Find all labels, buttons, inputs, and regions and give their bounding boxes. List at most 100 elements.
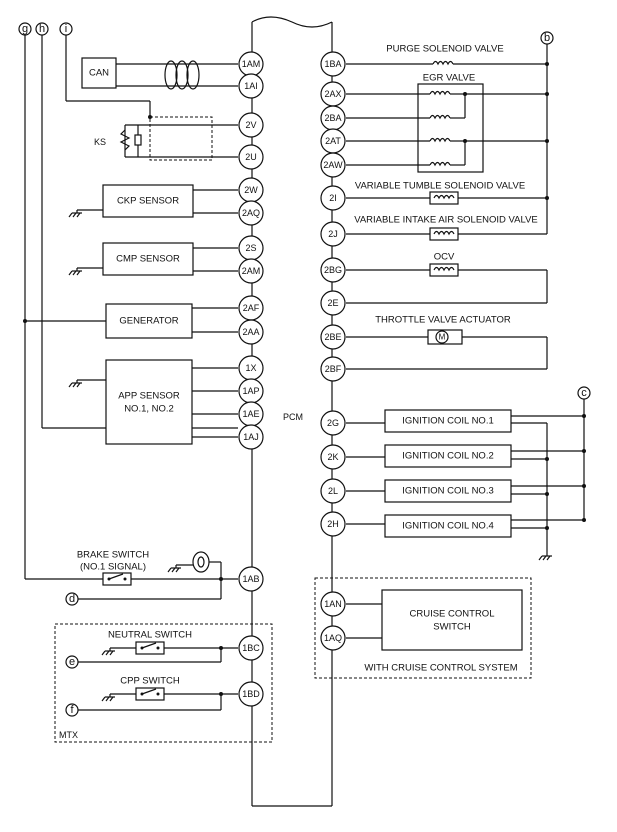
ks-label: KS	[94, 137, 106, 147]
pin-circle	[238, 73, 264, 99]
pin-label: 2BA	[324, 113, 341, 123]
pin-label: 1AM	[242, 59, 261, 69]
connector-i-label: i	[65, 23, 67, 35]
pin-label: 2BF	[325, 364, 342, 374]
pin-label: 2BE	[324, 332, 341, 342]
pin-label: 2I	[329, 193, 337, 203]
connector-g-label: g	[22, 23, 28, 35]
pin-circle	[320, 51, 346, 77]
right-pins: 1BA 2AX 2BA 2AT 2AW 2I 2J 2BG 2E 2BE 2BF 2G 2K 2L 2H 1A…	[320, 51, 346, 651]
pin-circle	[320, 185, 346, 211]
ckp-sensor: CKP SENSOR	[68, 184, 238, 218]
pin-label: 2W	[244, 185, 258, 195]
pcm-body: PCM	[251, 16, 333, 807]
brake-switch: BRAKE SWITCH (NO.1 SIGNAL) d	[65, 550, 223, 606]
right-pin-2bg: 2BG	[320, 257, 346, 283]
variable-intake-air-solenoid-valve: VARIABLE INTAKE AIR SOLENOID VALVE	[346, 215, 547, 241]
neutral-label: NEUTRAL SWITCH	[108, 630, 192, 641]
throttle-valve-actuator: THROTTLE VALVE ACTUATOR M	[346, 315, 548, 370]
left-pin-1aj: 1AJ	[238, 424, 264, 450]
left-pin-2am: 2AM	[238, 258, 264, 284]
cpp-label: CPP SWITCH	[120, 676, 180, 687]
pin-label: 1BC	[242, 643, 260, 653]
left-pin-1x: 1X	[238, 355, 264, 381]
pin-circle	[238, 681, 264, 707]
right-bus-b	[545, 44, 549, 234]
pin-circle	[320, 511, 346, 537]
ignition-coils: IGNITION COIL NO.1 IGNITION COIL NO.2 IG…	[346, 399, 586, 561]
egr-label: EGR VALVE	[423, 73, 475, 84]
left-pin-1bd: 1BD	[238, 681, 264, 707]
right-pin-2bf: 2BF	[320, 356, 346, 382]
left-pin-2u: 2U	[238, 144, 264, 170]
pin-circle	[320, 152, 346, 178]
pin-circle	[238, 200, 264, 226]
pin-label: 2L	[328, 486, 338, 496]
pin-label: 1BD	[242, 689, 260, 699]
throttle-label: THROTTLE VALVE ACTUATOR	[375, 315, 511, 326]
intake-label: VARIABLE INTAKE AIR SOLENOID VALVE	[354, 215, 538, 226]
pin-label: 2AX	[324, 89, 341, 99]
connector-c-label: c	[581, 387, 587, 399]
pin-circle	[238, 566, 264, 592]
right-pin-2at: 2AT	[320, 128, 346, 154]
egr-valve: EGR VALVE	[346, 73, 547, 173]
coil3-label: IGNITION COIL NO.3	[402, 486, 494, 497]
right-pin-1aq: 1AQ	[320, 625, 346, 651]
pin-circle	[238, 112, 264, 138]
connector-d-label: d	[69, 593, 75, 605]
right-pin-2j: 2J	[320, 221, 346, 247]
pin-circle	[320, 444, 346, 470]
pin-circle	[238, 424, 264, 450]
right-pin-2i: 2I	[320, 185, 346, 211]
purge-label: PURGE SOLENOID VALVE	[386, 44, 503, 55]
generator: GENERATOR	[105, 303, 238, 339]
pin-label: 2E	[327, 298, 338, 308]
ckp-label: CKP SENSOR	[117, 196, 179, 207]
pin-label: 2S	[245, 243, 256, 253]
ignition-coil-2	[384, 444, 512, 468]
left-pin-2w: 2W	[238, 177, 264, 203]
pin-circle	[320, 410, 346, 436]
brake-label-line2: (NO.1 SIGNAL)	[80, 562, 146, 573]
pcm-label: PCM	[283, 412, 303, 422]
cruise-label-line2: SWITCH	[433, 622, 471, 633]
connector-h-label: h	[39, 23, 45, 35]
pin-label: 2H	[327, 519, 339, 529]
pin-circle	[320, 356, 346, 382]
right-pin-2e: 2E	[320, 290, 346, 316]
connector-f-label: f	[70, 704, 74, 716]
generator-label: GENERATOR	[119, 316, 178, 327]
left-pin-2af: 2AF	[238, 295, 264, 321]
right-pin-2g: 2G	[320, 410, 346, 436]
pin-circle	[320, 221, 346, 247]
app-label-line1: APP SENSOR	[118, 391, 180, 402]
right-pin-1ba: 1BA	[320, 51, 346, 77]
pin-label: 2AQ	[242, 208, 260, 218]
pin-circle	[320, 290, 346, 316]
can-block: CAN	[81, 57, 238, 90]
right-pin-2k: 2K	[320, 444, 346, 470]
left-pin-1bc: 1BC	[238, 635, 264, 661]
left-pin-1ap: 1AP	[238, 378, 264, 404]
right-pin-2l: 2L	[320, 478, 346, 504]
pin-circle	[320, 591, 346, 617]
pin-label: 2AA	[242, 327, 259, 337]
pin-layer: 1AM1AI2V2U2W2AQ2S2AM2AF2AA1X1AP1AE1AJ1AB…	[238, 51, 346, 707]
pin-label: 1AJ	[243, 432, 259, 442]
ignition-coil-4	[384, 514, 512, 538]
connector-e-label: e	[69, 656, 75, 668]
tumble-label: VARIABLE TUMBLE SOLENOID VALVE	[355, 181, 525, 192]
pin-label: 1AN	[324, 599, 342, 609]
pin-label: 2V	[245, 120, 256, 130]
left-pin-1ai: 1AI	[238, 73, 264, 99]
coil2-label: IGNITION COIL NO.2	[402, 451, 494, 462]
left-pin-2aa: 2AA	[238, 319, 264, 345]
left-pin-2v: 2V	[238, 112, 264, 138]
left-pins: 1AM1AI2V2U2W2AQ2S2AM2AF2AA1X1AP1AE1AJ1AB…	[238, 51, 264, 707]
pin-label: 2U	[245, 152, 257, 162]
pin-label: 1BA	[324, 59, 341, 69]
right-pin-2ba: 2BA	[320, 105, 346, 131]
pin-label: 2AW	[323, 160, 343, 170]
